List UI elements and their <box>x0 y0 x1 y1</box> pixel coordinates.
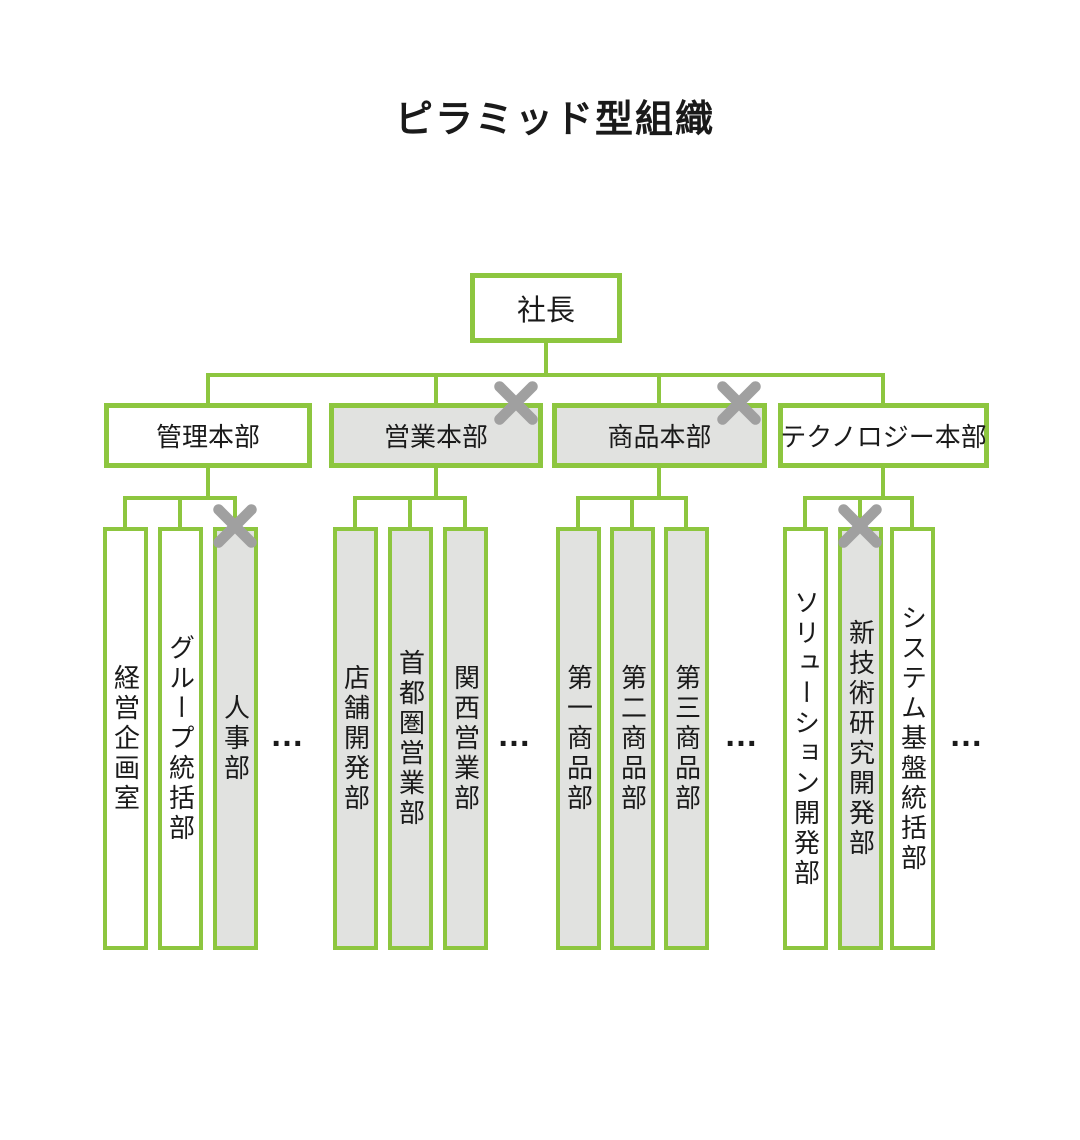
dept-label: 店舗開発部 <box>340 663 371 814</box>
x-mark-icon-shohin <box>717 381 761 425</box>
dept-column-keiei-kikaku: 経営企画室 <box>103 527 148 950</box>
chart-title: ピラミッド型組織 <box>394 99 715 141</box>
connector-dept-stub <box>803 496 807 529</box>
dept-column-shingijutsu-kenkyu: 新技術研究開発部 <box>838 527 883 950</box>
division-label: テクノロジー本部 <box>780 422 987 452</box>
division-box-eigyo: 営業本部 <box>329 403 543 468</box>
dept-column-kansai-eigyo: 関西営業部 <box>443 527 488 950</box>
connector-division-stub <box>881 373 885 405</box>
connector-division-stub <box>657 373 661 405</box>
connector-root-drop <box>544 341 548 377</box>
dept-label: 第三商品部 <box>671 663 702 814</box>
dept-label: ソリューション開発部 <box>790 588 821 889</box>
more-departments-ellipsis: … <box>949 716 985 754</box>
dept-column-system-kiban: システム基盤統括部 <box>890 527 935 950</box>
division-box-technology: テクノロジー本部 <box>778 403 989 468</box>
dept-column-jinji: 人事部 <box>213 527 258 950</box>
division-label: 商品本部 <box>607 422 712 452</box>
connector-division-drop <box>434 466 438 500</box>
connector-dept-stub <box>353 496 357 529</box>
dept-label: 経営企画室 <box>110 663 141 814</box>
dept-label: 新技術研究開発部 <box>845 618 876 859</box>
dept-column-group-tokatsu: グループ統括部 <box>158 527 203 950</box>
connector-division-stub <box>206 373 210 405</box>
dept-label: 関西営業部 <box>450 663 481 814</box>
x-mark-icon-jinji <box>213 504 257 548</box>
division-box-kanri: 管理本部 <box>104 403 312 468</box>
dept-label: 首都圏営業部 <box>395 648 426 829</box>
connector-dept-stub <box>858 496 862 529</box>
connector-division-stub <box>434 373 438 405</box>
connector-division-drop <box>657 466 661 500</box>
dept-column-daini-shohin: 第二商品部 <box>610 527 655 950</box>
dept-label: グループ統括部 <box>165 633 196 844</box>
dept-column-daisan-shohin: 第三商品部 <box>664 527 709 950</box>
connector-dept-stub <box>233 496 237 529</box>
connector-division-drop <box>206 466 210 500</box>
dept-label: 第二商品部 <box>617 663 648 814</box>
more-departments-ellipsis: … <box>497 716 533 754</box>
connector-dept-stub <box>684 496 688 529</box>
x-mark-icon-eigyo <box>494 381 538 425</box>
connector-dept-stub <box>630 496 634 529</box>
x-mark-icon-shingijutsu <box>838 504 882 548</box>
connector-dept-stub <box>463 496 467 529</box>
connector-dept-stub <box>576 496 580 529</box>
connector-dept-stub <box>123 496 127 529</box>
dept-column-tenpo-kaihatsu: 店舗開発部 <box>333 527 378 950</box>
division-label: 営業本部 <box>383 422 488 452</box>
dept-column-solution-kaihatsu: ソリューション開発部 <box>783 527 828 950</box>
connector-dept-stub <box>910 496 914 529</box>
more-departments-ellipsis: … <box>270 716 306 754</box>
connector-dept-stub <box>408 496 412 529</box>
dept-column-shutoken-eigyo: 首都圏営業部 <box>388 527 433 950</box>
root-node-label: 社長 <box>516 295 575 327</box>
dept-column-daiichi-shohin: 第一商品部 <box>556 527 601 950</box>
root-node-president: 社長 <box>470 273 622 343</box>
more-departments-ellipsis: … <box>724 716 760 754</box>
connector-root-bus <box>206 373 885 377</box>
dept-label: システム基盤統括部 <box>897 603 928 874</box>
connector-division-drop <box>881 466 885 500</box>
dept-label: 第一商品部 <box>563 663 594 814</box>
division-label: 管理本部 <box>155 422 260 452</box>
dept-label: 人事部 <box>220 693 251 784</box>
division-box-shohin: 商品本部 <box>552 403 767 468</box>
connector-dept-stub <box>178 496 182 529</box>
